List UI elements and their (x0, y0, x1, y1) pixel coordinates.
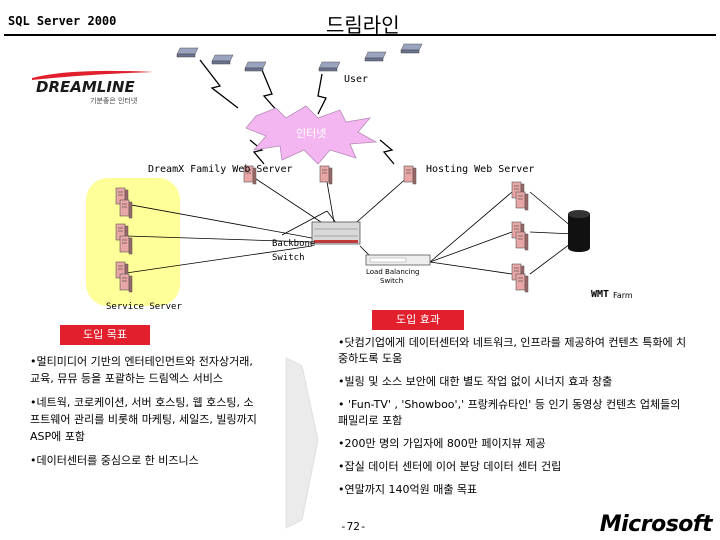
farm-label: Farm (613, 291, 633, 300)
page-number: -72- (340, 520, 367, 533)
user-label: User (344, 74, 368, 85)
switch-label: Switch (272, 253, 305, 263)
goal-bullet: •데이터센터를 중심으로 한 비즈니스 (30, 452, 262, 469)
effect-bullet: •빌링 및 소스 보안에 대한 별도 작업 없이 시너지 효과 창출 (338, 374, 688, 390)
goal-bullet-list: •멀티미디어 기반의 엔터테인먼트와 전자상거래, 교육, 뮤뮤 등을 포괄하는… (30, 353, 262, 476)
microsoft-logo: Microsoft (600, 512, 712, 537)
dreamx-server-label: DreamX Family Web Server (148, 164, 293, 175)
goal-bullet: •멀티미디어 기반의 엔터테인먼트와 전자상거래, 교육, 뮤뮤 등을 포괄하는… (30, 353, 262, 387)
hosting-server-label: Hosting Web Server (426, 164, 534, 175)
load-balancing-switch (366, 255, 430, 265)
effect-bullet: •200만 명의 가입자에 800만 페이지뷰 제공 (338, 436, 688, 452)
internet-label: 인터넷 (296, 127, 326, 140)
lb-switch-label: Load Balancing (366, 268, 419, 276)
service-server-label: Service Server (106, 302, 182, 312)
goal-badge: 도입 목표 (60, 325, 150, 345)
goal-bullet: •네트웍, 코로케이션, 서버 호스팅, 웹 호스팅, 소프트웨어 관리를 비롯… (30, 394, 262, 445)
lb-switch-label-2: Switch (380, 277, 403, 285)
effect-bullet: •잡실 데이터 센터에 이어 분당 데이터 센터 건립 (338, 459, 688, 475)
internet-cloud: 인터넷 (246, 106, 376, 164)
backbone-label: Backbone (272, 239, 315, 249)
wmt-storage (568, 210, 590, 252)
effect-bullet-list: •닷컴기업에게 데이터센터와 네트워크, 인프라를 제공하여 컨텐츠 특화에 치… (338, 335, 688, 505)
backbone-switch (312, 222, 360, 244)
effect-badge: 도입 효과 (372, 310, 464, 330)
effect-bullet: • 'Fun-TV' , 'Showboo',' 프랑케슈타인' 등 인기 동영… (338, 397, 688, 429)
transition-arrow (286, 358, 318, 528)
effect-bullet: •연말까지 140억원 매출 목표 (338, 482, 688, 498)
wmt-label: WMT (591, 289, 609, 300)
effect-bullet: •닷컴기업에게 데이터센터와 네트워크, 인프라를 제공하여 컨텐츠 특화에 치… (338, 335, 688, 367)
